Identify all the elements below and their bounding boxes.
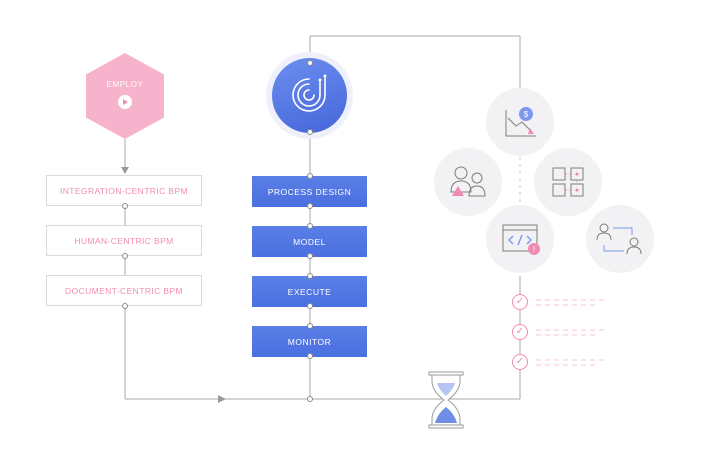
node (307, 253, 313, 259)
svg-text:!: ! (533, 245, 535, 254)
node (307, 323, 313, 329)
handoff-icon-circle (586, 205, 654, 273)
step-execute[interactable]: EXECUTE (252, 276, 367, 307)
check-icon: ✓ (512, 354, 528, 370)
team-warning-icon (450, 166, 486, 197)
user-handoff-icon (596, 223, 642, 255)
code-icon-circle: ! (486, 205, 554, 273)
step-model[interactable]: MODEL (252, 226, 367, 257)
cost-decrease-icon: $ (505, 107, 536, 137)
logo-circle[interactable] (272, 58, 347, 133)
bpm-label: INTEGRATION-CENTRIC BPM (59, 185, 189, 196)
cost-icon-circle: $ (486, 88, 554, 156)
node (307, 353, 313, 359)
node (122, 303, 128, 309)
node (307, 203, 313, 209)
step-label: EXECUTE (287, 286, 332, 297)
bpm-label: HUMAN-CENTRIC BPM (74, 235, 174, 246)
svg-text:$: $ (524, 110, 529, 119)
workflow-grid-icon (552, 167, 584, 197)
step-monitor[interactable]: MONITOR (252, 326, 367, 357)
bpm-label: DOCUMENT-CENTRIC BPM (64, 285, 184, 296)
node (122, 203, 128, 209)
step-label: MONITOR (287, 336, 332, 347)
node (307, 273, 313, 279)
hourglass-icon (428, 371, 464, 429)
node (307, 60, 313, 66)
play-icon[interactable] (118, 94, 132, 109)
team-icon-circle (434, 148, 502, 216)
code-window-icon: ! (502, 224, 540, 255)
node (307, 173, 313, 179)
node (122, 253, 128, 259)
node (307, 396, 313, 402)
step-process-design[interactable]: PROCESS DESIGN (252, 176, 367, 207)
bpm-box-document[interactable]: DOCUMENT-CENTRIC BPM (46, 275, 202, 306)
step-label: PROCESS DESIGN (267, 186, 352, 197)
step-label: MODEL (293, 236, 326, 247)
node (307, 303, 313, 309)
workflow-icon-circle (534, 148, 602, 216)
employ-label: EMPLOY (106, 79, 144, 89)
bpm-box-human[interactable]: HUMAN-CENTRIC BPM (46, 225, 202, 256)
node (307, 129, 313, 135)
circular-logo-icon (292, 74, 327, 112)
bpm-box-integration[interactable]: INTEGRATION-CENTRIC BPM (46, 175, 202, 206)
employ-hexagon[interactable]: EMPLOY (86, 53, 164, 139)
node (307, 223, 313, 229)
check-icon: ✓ (512, 294, 528, 310)
check-icon: ✓ (512, 324, 528, 340)
